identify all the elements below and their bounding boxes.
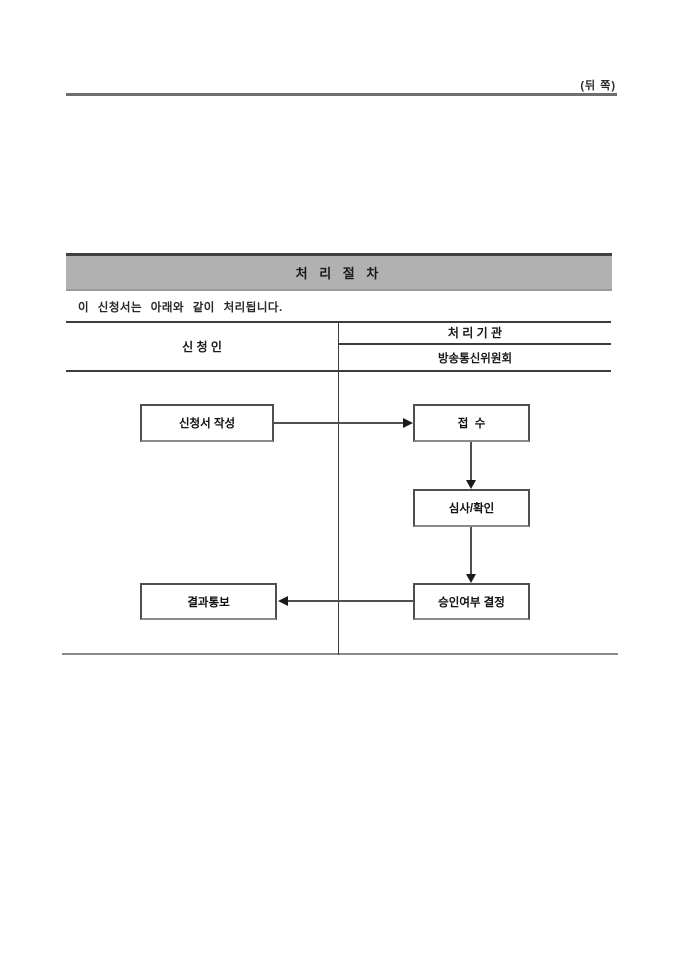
- flow-box-review-confirm: 심사/확인: [413, 489, 530, 527]
- column-header-agency: 처 리 기 관: [447, 326, 503, 340]
- arrow-review-to-decision-head-icon: [466, 574, 476, 583]
- table-column-divider: [338, 321, 339, 655]
- flow-box-write-application: 신청서 작성: [140, 404, 274, 442]
- flow-box-result-notification: 결과통보: [140, 583, 277, 620]
- section-title-bar: 처 리 절 차: [66, 253, 612, 291]
- arrow-write-to-receipt-head-icon: [403, 418, 413, 428]
- arrow-write-to-receipt-line: [274, 422, 404, 424]
- table-bottom-rule: [62, 653, 618, 655]
- arrow-receipt-to-review-head-icon: [466, 480, 476, 489]
- intro-text: 이 신청서는 아래와 같이 처리됩니다.: [78, 302, 283, 314]
- page-side-label: (뒤 쪽): [580, 80, 616, 92]
- arrow-review-to-decision-line: [470, 527, 472, 574]
- section-title: 처 리 절 차: [295, 266, 383, 281]
- column-header-applicant: 신 청 인: [182, 340, 222, 354]
- flow-box-receipt: 접 수: [413, 404, 530, 442]
- top-horizontal-rule: [66, 93, 617, 96]
- flow-box-approval-decision: 승인여부 결정: [413, 583, 530, 620]
- column-header-agency-name: 방송통신위원회: [437, 352, 513, 365]
- arrow-receipt-to-review-line: [470, 442, 472, 481]
- arrow-decision-to-notify-line: [288, 600, 413, 602]
- agency-header-divider-rule: [338, 343, 611, 345]
- arrow-decision-to-notify-head-icon: [278, 596, 288, 606]
